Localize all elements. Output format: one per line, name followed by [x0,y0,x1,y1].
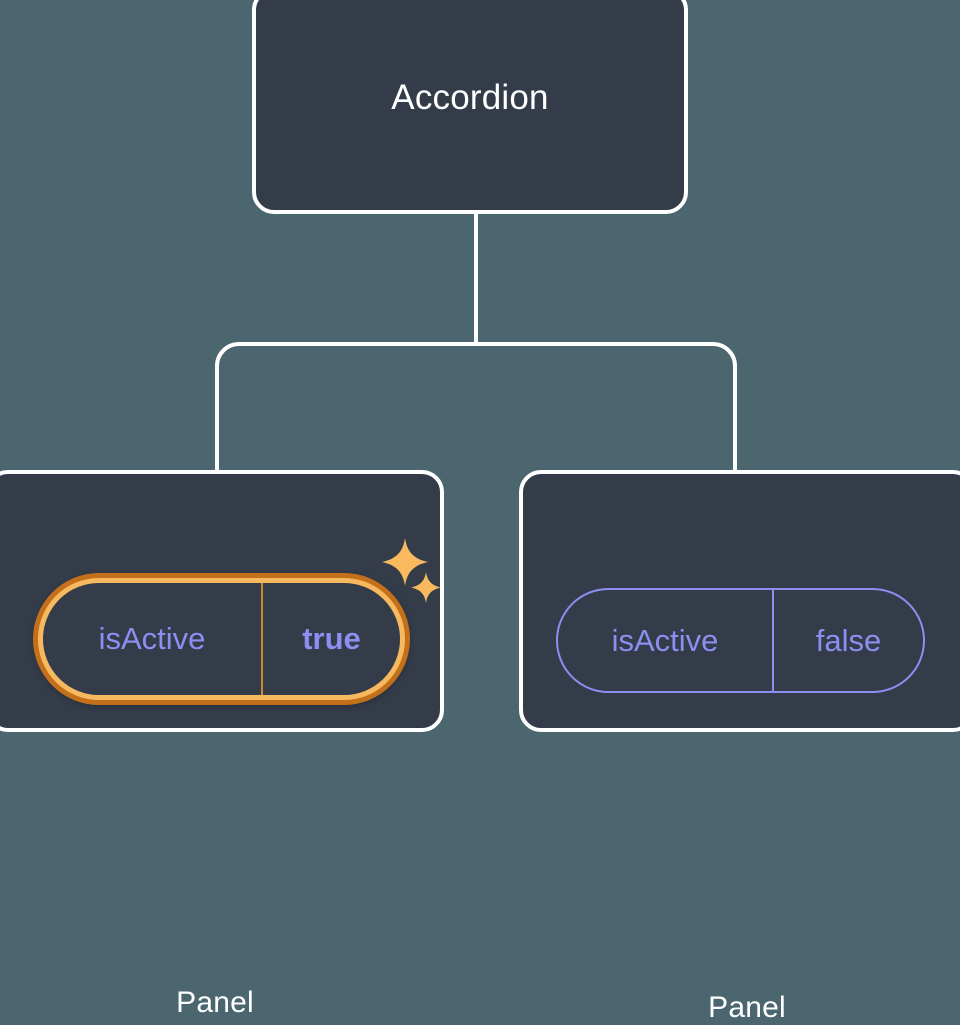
prop-pill-isactive-false[interactable]: isActive false [556,588,925,693]
node-panel-left-label: Panel [176,986,254,1019]
node-accordion-label: Accordion [391,78,549,117]
prop-value-label: true [261,583,400,695]
prop-value-label: false [772,590,923,691]
prop-pill-isactive-true[interactable]: isActive true [38,578,405,700]
connector-to-panel-right [476,342,737,472]
prop-name-label: isActive [611,622,719,658]
connector-to-panel-left [215,342,476,472]
prop-name-label: isActive [98,621,206,656]
node-panel-right-label: Panel [708,991,786,1024]
node-accordion[interactable]: Accordion [252,0,688,214]
